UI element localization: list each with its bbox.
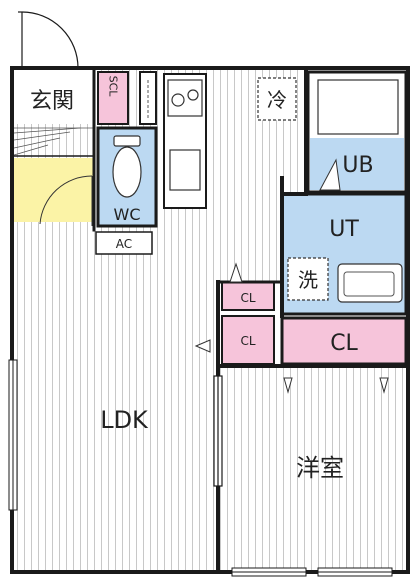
unit-bath-label: UB [342,153,373,178]
stove-icon [167,79,203,117]
entrance-label: 玄関 [30,89,74,114]
left-window [8,359,18,511]
wc-door [39,175,93,226]
bathtub [317,79,399,135]
shoe-closet-label: SCL [107,76,120,98]
entrance-floor [14,70,96,124]
walls [10,66,410,574]
bath-door-icon [319,158,341,191]
shoe-closet [97,71,129,125]
washer-label: 洗 [298,268,318,292]
closet-main [280,316,408,366]
ac-label: AC [116,237,132,251]
entrance-door [18,11,79,69]
fridge-label: 冷 [267,88,287,112]
closet-small-1-label: CL [240,291,255,305]
washer-space [287,257,329,301]
toilet-icon [112,135,142,198]
western-room-floor [220,364,406,570]
closet-small-2 [221,315,275,365]
bottom-windows [231,567,393,577]
entrance-step-lines [13,127,94,156]
closet-main-label: CL [330,331,358,356]
western-room-door [213,375,223,487]
wc-label: WC [114,205,141,224]
entrance-tile [14,158,94,222]
fridge-space [257,77,297,121]
sink-icon [169,149,201,191]
western-room-label: 洋室 [296,454,344,482]
ac-box [95,231,153,255]
utility-label: UT [329,217,359,242]
ldk-label: LDK [100,406,149,434]
closet-small-1 [221,281,275,311]
closet-small-2-label: CL [240,334,255,348]
closet-door-arrows [194,262,389,394]
